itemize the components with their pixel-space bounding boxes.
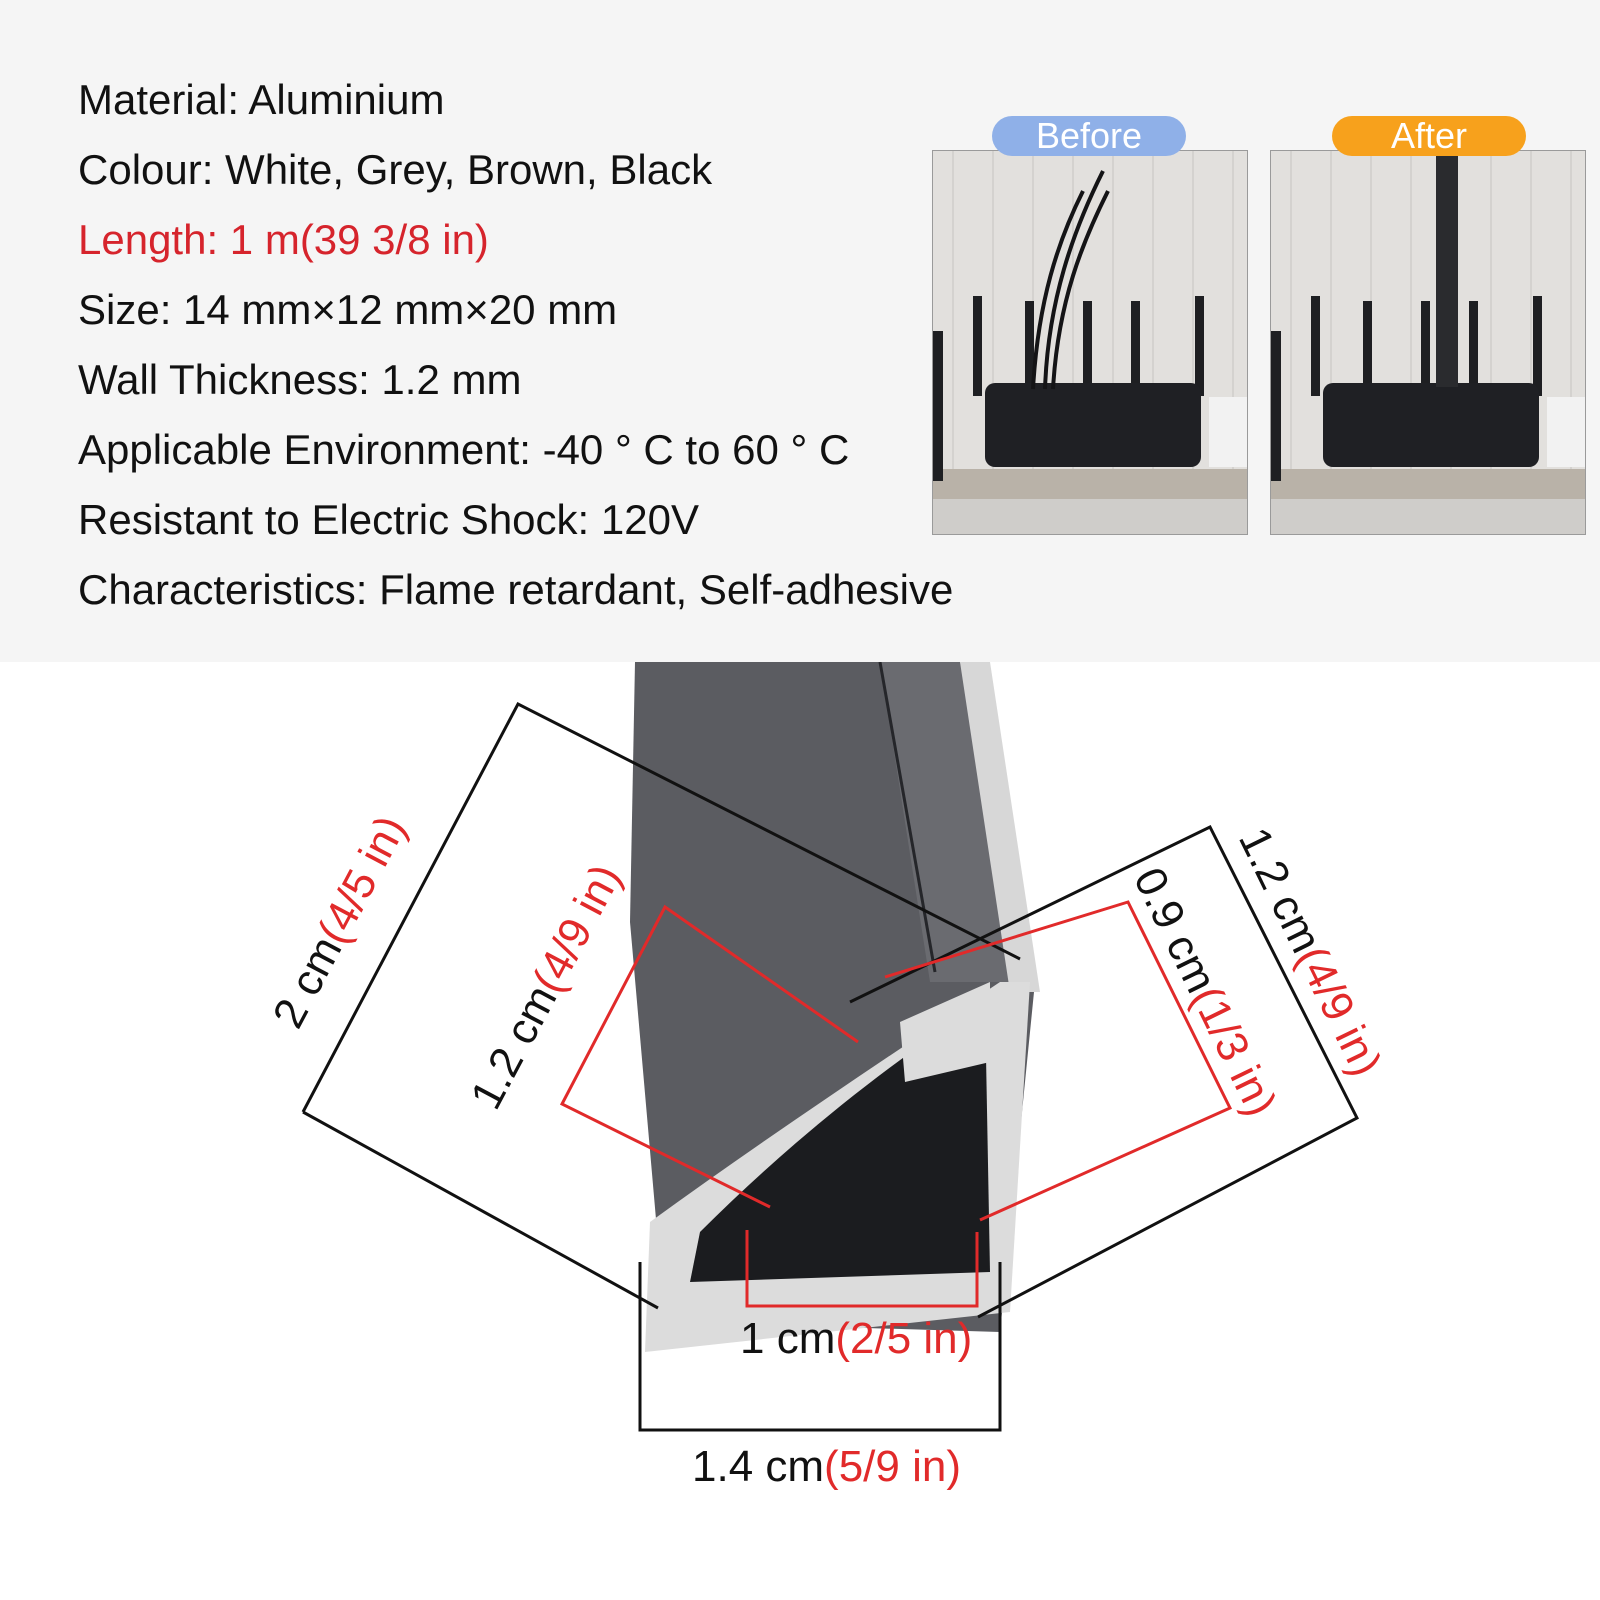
before-photo (932, 150, 1248, 535)
spec-wall-thickness: Wall Thickness: 1.2 mm (78, 356, 522, 403)
spec-size: Size: 14 mm×12 mm×20 mm (78, 286, 618, 333)
after-label: After (1332, 116, 1526, 156)
spec-electric-shock: Resistant to Electric Shock: 120V (78, 496, 699, 543)
right-dimension-line (849, 825, 1360, 1319)
spec-colour: Colour: White, Grey, Brown, Black (78, 146, 713, 193)
after-photo (1270, 150, 1586, 535)
inner-right-dimension-line (884, 900, 1233, 1222)
inner-base-dimension-line (745, 1230, 979, 1308)
spec-material: Material: Aluminium (78, 76, 445, 123)
outer-dimension-line-base (302, 1110, 659, 1310)
before-label: Before (992, 116, 1186, 156)
inner-dimension-line (559, 904, 859, 1209)
label-outer-base: 1.4 cm(5/9 in) (692, 1442, 961, 1492)
spec-length: Length: 1 m(39 3/8 in) (78, 216, 489, 263)
inner-base-cm: 1 cm (740, 1314, 836, 1363)
label-inner-base: 1 cm(2/5 in) (740, 1314, 972, 1364)
base-dimension-line (638, 1262, 1002, 1432)
spec-characteristics: Characteristics: Flame retardant, Self-a… (78, 566, 954, 613)
outer-base-cm: 1.4 cm (692, 1442, 825, 1491)
spec-environment: Applicable Environment: -40 ° C to 60 ° … (78, 426, 850, 473)
outer-dimension-line (301, 701, 1021, 1113)
inner-base-inch: (2/5 in) (835, 1314, 973, 1363)
outer-base-inch: (5/9 in) (824, 1442, 961, 1491)
profile-diagram: 2 cm(4/5 in) 1.2 cm(4/9 in) 0.9 cm(1/3 i… (0, 662, 1600, 1600)
spec-list: Material: Aluminium Colour: White, Grey,… (78, 70, 953, 630)
